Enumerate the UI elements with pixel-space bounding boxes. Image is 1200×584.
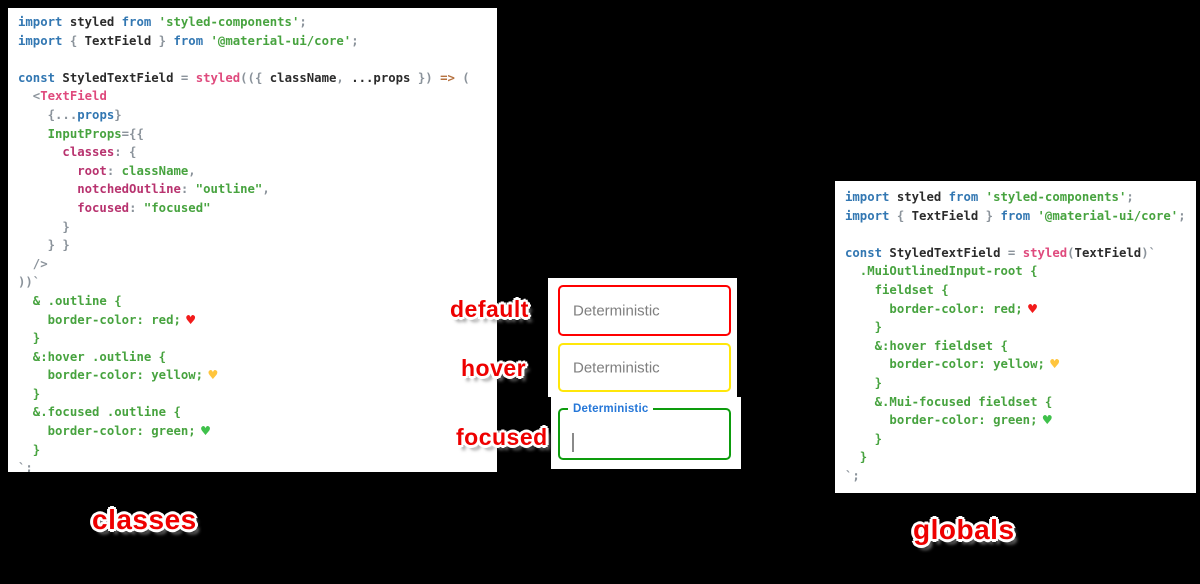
code-line: border-color: red; ♥ <box>18 312 197 327</box>
code-line: root: className, <box>18 163 196 178</box>
code-line: import styled from 'styled-components'; <box>845 190 1134 204</box>
code-line: import { TextField } from '@material-ui/… <box>845 208 1186 223</box>
code-line: &.focused .outline { <box>18 405 181 420</box>
code-line: } <box>845 320 883 335</box>
text-cursor <box>572 433 574 452</box>
code-line: /> <box>18 256 48 271</box>
code-line: import styled from 'styled-components'; <box>18 15 307 29</box>
code-line: border-color: green; ♥ <box>18 424 211 439</box>
code-line: import { TextField } from '@material-ui/… <box>18 33 359 48</box>
code-line: border-color: yellow; ♥ <box>845 357 1061 372</box>
right-code-block: import styled from 'styled-components'; … <box>835 181 1196 493</box>
caption-classes: classes <box>92 504 197 535</box>
code-line: border-color: red; ♥ <box>845 301 1038 316</box>
code-line: } <box>845 450 868 465</box>
label-focused: focused <box>456 424 548 450</box>
code-line: border-color: yellow; ♥ <box>18 368 219 383</box>
label-default: default <box>450 296 529 322</box>
code-line: } <box>18 442 41 457</box>
code-line: {...props} <box>18 107 122 122</box>
code-line: & .outline { <box>18 293 122 308</box>
code-line: ))` <box>18 275 41 290</box>
code-line: &:hover .outline { <box>18 349 167 364</box>
code-line: } <box>18 219 70 234</box>
code-line: .MuiOutlinedInput-root { <box>845 264 1038 279</box>
label-hover: hover <box>461 355 527 381</box>
code-line: <TextField <box>18 89 107 104</box>
code-line: const StyledTextField = styled(TextField… <box>845 245 1156 260</box>
code-line: } <box>845 375 883 390</box>
code-line: } <box>18 331 41 346</box>
textfield-focused[interactable]: Deterministic <box>558 403 731 460</box>
code-line: &:hover fieldset { <box>845 338 1008 353</box>
code-line: } <box>18 386 41 401</box>
code-line: } } <box>18 238 70 253</box>
code-line: border-color: green; ♥ <box>845 413 1053 428</box>
textfield-default[interactable]: Deterministic <box>558 285 731 336</box>
textfield-hover-placeholder: Deterministic <box>573 359 660 376</box>
textfield-default-placeholder: Deterministic <box>573 302 660 319</box>
left-code-block: import styled from 'styled-components'; … <box>8 8 497 472</box>
code-line: focused: "focused" <box>18 200 211 215</box>
code-line: `; <box>845 468 860 483</box>
code-line: &.Mui-focused fieldset { <box>845 394 1053 409</box>
textfield-hover[interactable]: Deterministic <box>558 343 731 392</box>
code-line: notchedOutline: "outline", <box>18 182 270 197</box>
textfield-focused-label: Deterministic <box>573 403 649 415</box>
code-line: fieldset { <box>845 282 949 297</box>
code-line: } <box>845 431 883 446</box>
code-line: classes: { <box>18 145 137 160</box>
code-line: `; <box>18 461 33 472</box>
caption-globals: globals <box>913 514 1015 545</box>
code-line: const StyledTextField = styled(({ classN… <box>18 70 470 85</box>
code-line: InputProps={{ <box>18 126 144 141</box>
